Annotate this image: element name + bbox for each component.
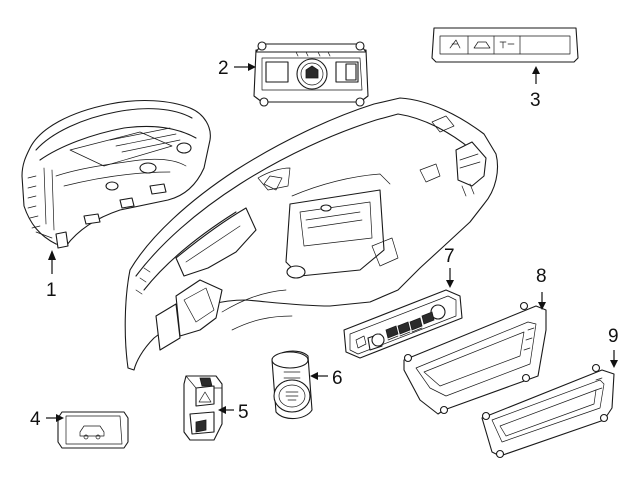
light-switch-module <box>253 41 369 107</box>
callout-label-1: 1 <box>46 280 57 301</box>
callout-9: 9 <box>608 326 619 368</box>
climate-control-panel <box>343 289 463 359</box>
callout-label-6: 6 <box>332 368 343 389</box>
callout-1: 1 <box>46 250 57 301</box>
hazard-switch <box>183 375 223 441</box>
trunk-switch <box>57 411 129 449</box>
car-roof-icon <box>473 41 491 49</box>
callout-label-8: 8 <box>536 266 547 287</box>
hazard-triangle-icon <box>198 391 212 403</box>
callout-8: 8 <box>536 266 547 310</box>
instrument-cluster <box>21 99 211 249</box>
callout-5: 5 <box>218 402 249 423</box>
callout-6: 6 <box>310 368 343 389</box>
button-strip <box>431 27 579 63</box>
start-stop-button <box>271 350 313 420</box>
callout-label-7: 7 <box>444 246 455 267</box>
person-airbag-icon <box>449 39 461 49</box>
dashboard-panel <box>124 97 499 371</box>
car-icon <box>79 425 105 437</box>
callout-label-2: 2 <box>218 58 229 79</box>
trim-bezel-upper <box>403 301 547 415</box>
trim-bezel-lower <box>481 363 615 459</box>
callout-7: 7 <box>444 246 455 288</box>
headlight-icon <box>305 65 319 79</box>
start-stop-icon <box>285 391 299 401</box>
callout-label-3: 3 <box>530 90 541 111</box>
callout-2: 2 <box>218 58 256 79</box>
callout-4: 4 <box>30 409 64 430</box>
callout-label-5: 5 <box>238 402 249 423</box>
callout-3: 3 <box>530 66 541 111</box>
callout-label-4: 4 <box>30 409 41 430</box>
callout-label-9: 9 <box>608 326 619 347</box>
sensor-icon <box>499 41 515 49</box>
